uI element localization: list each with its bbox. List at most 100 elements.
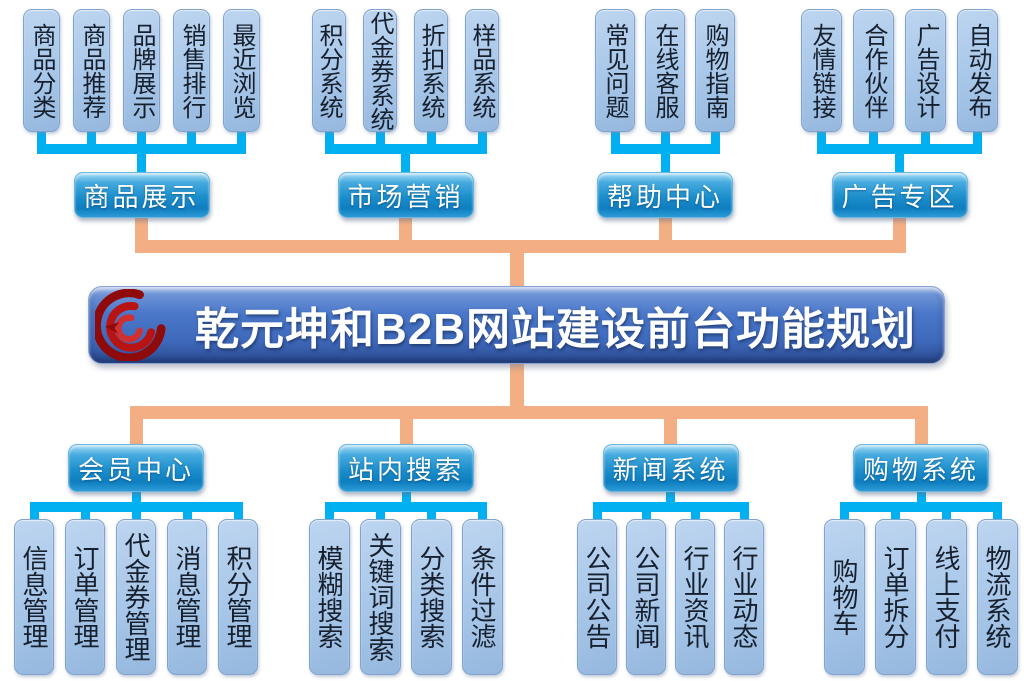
connector-segment	[237, 132, 246, 145]
leaf-node: 广告设计	[905, 9, 946, 132]
category-box-shopping-system: 购物系统	[853, 444, 989, 492]
connector-segment	[233, 511, 243, 520]
connector-segment	[37, 132, 46, 145]
leaf-node: 在线客服	[645, 9, 685, 132]
connector-segment	[131, 511, 141, 520]
connector-segment	[135, 240, 906, 253]
leaf-node: 分类搜索	[411, 519, 452, 675]
connector-segment	[739, 511, 749, 520]
leaf-node: 销售排行	[173, 9, 210, 132]
group-help-center: 常见问题 在线客服 购物指南 帮助中心	[595, 9, 735, 218]
connector-segment	[993, 511, 1002, 520]
category-box-site-search: 站内搜索	[338, 444, 474, 492]
connector-segment	[664, 419, 677, 444]
connector-segment	[666, 490, 675, 503]
leaf-node: 线上支付	[926, 519, 967, 675]
connector-segment	[478, 511, 487, 520]
connector-segment	[891, 511, 900, 520]
connector-segment	[131, 490, 141, 503]
connector-segment	[324, 132, 334, 145]
connector-segment	[426, 132, 436, 145]
connector-segment	[610, 132, 620, 145]
leaf-node: 商品推荐	[73, 9, 110, 132]
connector-segment	[658, 216, 672, 240]
leaf-node: 友情链接	[801, 9, 842, 132]
leaf-node: 自动发布	[957, 9, 998, 132]
group-news-system: 新闻系统 公司公告 公司新闻 行业资讯 行业动态	[577, 444, 764, 675]
connector-segment	[37, 144, 246, 154]
leaf-node: 代金券系统	[363, 9, 397, 132]
connector-segment	[182, 511, 192, 520]
connector-segment	[509, 364, 524, 406]
connector-segment	[29, 511, 39, 520]
leaf-node: 积分管理	[218, 519, 258, 675]
connector-segment	[399, 419, 413, 444]
leaf-row: 常见问题 在线客服 购物指南	[595, 9, 735, 132]
connector-segment	[477, 132, 487, 145]
connector-segment	[817, 132, 826, 145]
category-box-ad-zone: 广告专区	[831, 172, 968, 218]
leaf-row: 公司公告 公司新闻 行业资讯 行业动态	[577, 519, 764, 675]
leaf-node: 样品系统	[465, 9, 499, 132]
leaf-node: 条件过滤	[462, 519, 503, 675]
connector-segment	[29, 502, 243, 512]
leaf-node: 消息管理	[167, 519, 207, 675]
connector-segment	[325, 502, 487, 512]
page-title: 乾元坤和B2B网站建设前台功能规划	[194, 305, 917, 354]
leaf-node: 公司新闻	[626, 519, 666, 675]
leaf-node: 公司公告	[577, 519, 617, 675]
leaf-row: 信息管理 订单管理 代金券管理 消息管理 积分管理	[14, 519, 258, 675]
connector-segment	[129, 419, 143, 444]
group-marketing: 积分系统 代金券系统 折扣系统 样品系统 市场营销	[312, 9, 499, 218]
connector-segment	[427, 511, 436, 520]
connector-segment	[401, 490, 411, 503]
connector-segment	[376, 511, 385, 520]
group-product-display: 商品分类 商品推荐 品牌展示 销售排行 最近浏览 商品展示	[23, 9, 260, 218]
category-box-marketing: 市场营销	[337, 172, 474, 218]
connector-segment	[129, 406, 928, 419]
leaf-node: 信息管理	[14, 519, 54, 675]
connector-segment	[187, 132, 196, 145]
connector-segment	[137, 153, 146, 172]
connector-segment	[641, 511, 651, 520]
leaf-node: 积分系统	[312, 9, 346, 132]
connector-segment	[942, 511, 951, 520]
category-box-member-center: 会员中心	[68, 444, 204, 492]
leaf-node: 最近浏览	[223, 9, 260, 132]
connector-segment	[973, 132, 982, 145]
group-shopping-system: 购物系统 购物车 订单拆分 线上支付 物流系统	[824, 444, 1018, 675]
connector-segment	[135, 216, 148, 240]
leaf-node: 折扣系统	[414, 9, 448, 132]
connector-segment	[840, 502, 1002, 512]
leaf-node: 行业资讯	[675, 519, 715, 675]
category-box-help-center: 帮助中心	[597, 172, 733, 218]
connector-segment	[869, 132, 878, 145]
leaf-row: 商品分类 商品推荐 品牌展示 销售排行 最近浏览	[23, 9, 260, 132]
connector-segment	[817, 144, 982, 154]
connector-segment	[137, 132, 146, 145]
leaf-node: 关键词搜索	[360, 519, 401, 675]
connector-segment	[690, 511, 700, 520]
leaf-node: 行业动态	[724, 519, 764, 675]
group-ad-zone: 友情链接 合作伙伴 广告设计 自动发布 广告专区	[801, 9, 998, 218]
connector-segment	[324, 144, 487, 154]
connector-segment	[87, 132, 96, 145]
connector-segment	[610, 144, 720, 154]
connector-segment	[914, 419, 928, 444]
leaf-row: 购物车 订单拆分 线上支付 物流系统	[824, 519, 1018, 675]
group-site-search: 站内搜索 模糊搜索 关键词搜索 分类搜索 条件过滤	[309, 444, 503, 675]
connector-segment	[592, 502, 749, 512]
connector-segment	[893, 216, 906, 240]
title-banner: 乾元坤和B2B网站建设前台功能规划	[88, 286, 945, 364]
connector-segment	[401, 153, 410, 172]
leaf-node: 模糊搜索	[309, 519, 350, 675]
leaf-node: 购物指南	[695, 9, 735, 132]
leaf-node: 商品分类	[23, 9, 60, 132]
connector-segment	[840, 511, 849, 520]
leaf-node: 品牌展示	[123, 9, 160, 132]
connector-segment	[80, 511, 90, 520]
category-box-product-display: 商品展示	[73, 172, 210, 218]
connector-segment	[375, 132, 385, 145]
leaf-node: 代金券管理	[116, 519, 156, 675]
